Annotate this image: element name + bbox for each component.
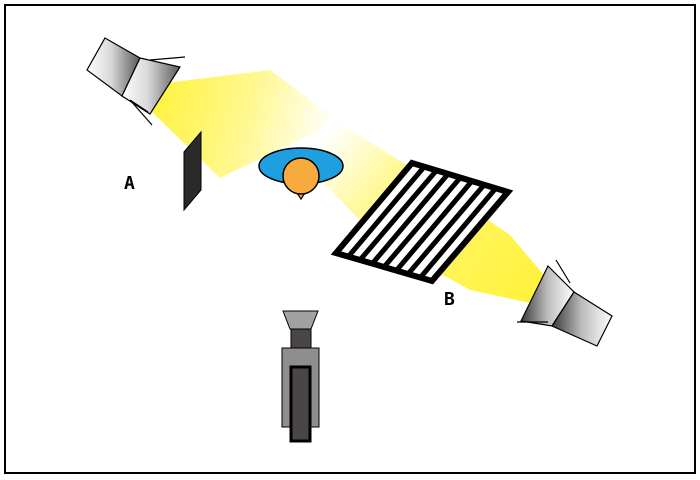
label-b: B (444, 289, 455, 310)
black-flag-card (183, 130, 202, 212)
camera-icon (281, 310, 320, 443)
label-a: A (124, 173, 135, 194)
right-studio-light-icon (517, 259, 613, 347)
subject-head-icon (258, 147, 344, 201)
slatted-gobo-grid (330, 159, 514, 285)
left-studio-light-icon (86, 37, 186, 126)
